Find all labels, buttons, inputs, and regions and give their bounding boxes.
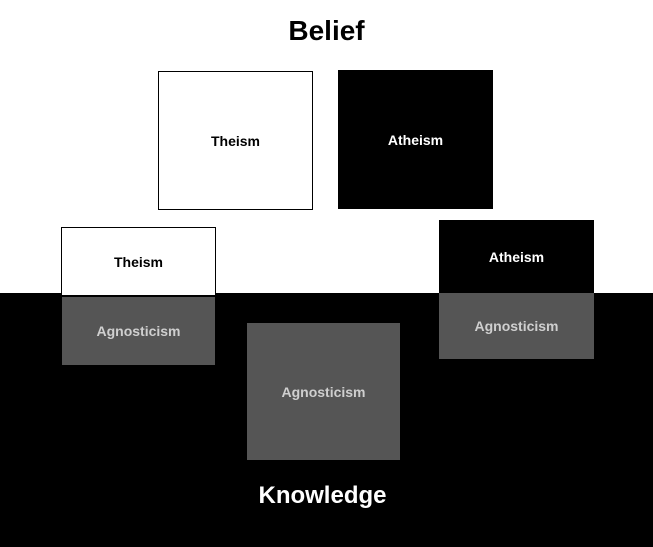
- knowledge-title: Knowledge: [258, 482, 387, 509]
- theism-label: Theism: [210, 132, 260, 149]
- agnostic-theism-upper-box: Theism: [61, 227, 216, 296]
- atheism-box: Atheism: [338, 70, 493, 209]
- agnostic-theism-upper-label: Theism: [113, 253, 163, 270]
- theism-box: Theism: [158, 71, 313, 210]
- agnostic-atheism-upper-box: Atheism: [439, 220, 594, 293]
- agnosticism-center-label: Agnosticism: [281, 383, 366, 400]
- agnostic-theism-lower-label: Agnosticism: [96, 323, 181, 339]
- agnosticism-center-box: Agnosticism: [247, 323, 400, 460]
- agnostic-atheism-lower-box: Agnosticism: [439, 293, 594, 359]
- atheism-label: Atheism: [387, 131, 444, 148]
- belief-title: Belief: [288, 15, 365, 46]
- agnostic-theism-lower-box: Agnosticism: [62, 297, 215, 365]
- agnostic-atheism-lower-label: Agnosticism: [474, 318, 559, 334]
- agnostic-atheism-upper-label: Atheism: [488, 248, 545, 265]
